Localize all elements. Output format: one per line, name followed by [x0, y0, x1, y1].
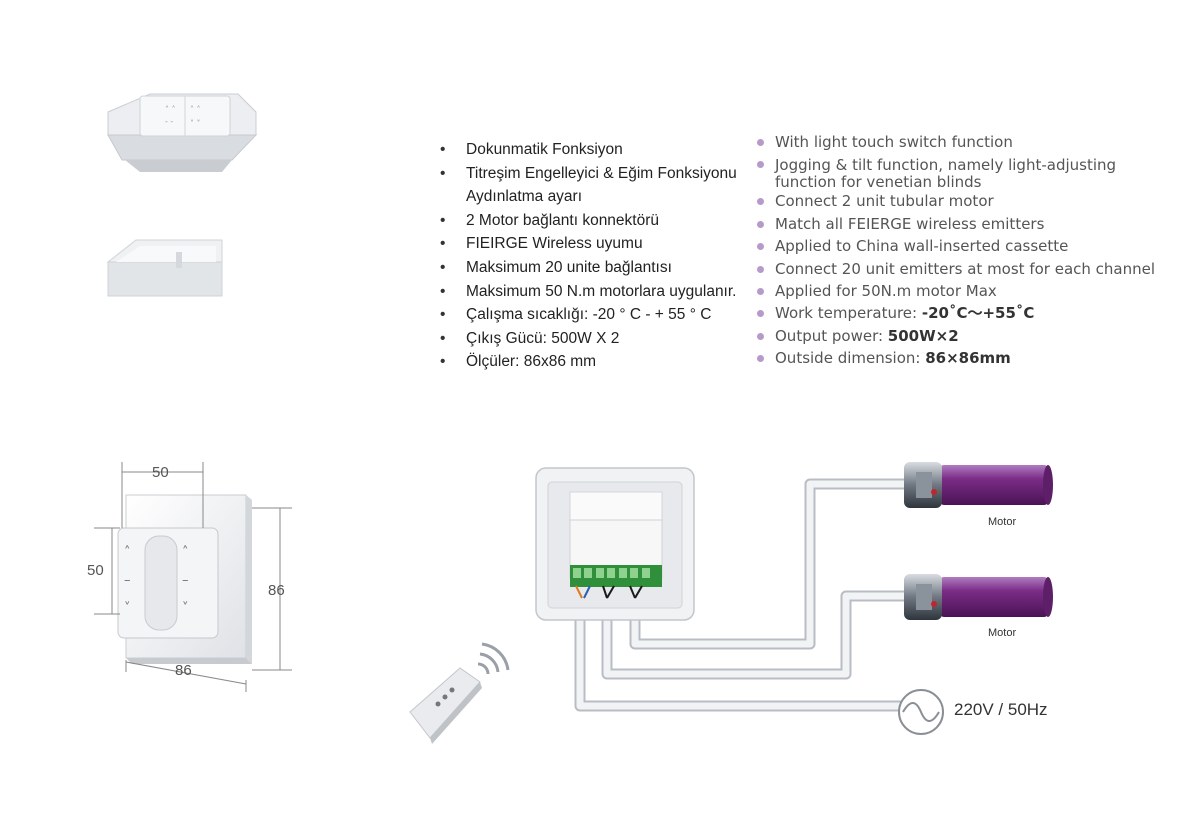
- dimension-drawing: ˄ ˄ – – ˅ ˅: [94, 462, 292, 692]
- feature-item: Çıkış Gücü: 500W X 2: [440, 327, 737, 351]
- feature-item: Applied to China wall-inserted cassette: [755, 235, 1155, 257]
- svg-text:˄ ˄: ˄ ˄: [190, 105, 201, 114]
- feature-item: Ölçüler: 86x86 mm: [440, 350, 737, 374]
- svg-text:˅: ˅: [182, 601, 189, 616]
- feature-item: Maksimum 20 unite bağlantısı: [440, 256, 737, 280]
- feature-item: 2 Motor bağlantı konnektörü: [440, 209, 737, 233]
- svg-text:˄ ˄: ˄ ˄: [165, 105, 176, 114]
- svg-text:- -: - -: [165, 117, 173, 126]
- svg-text:˅ ˅: ˅ ˅: [190, 119, 201, 128]
- feature-item: Work temperature: -20˚C～+55˚C: [755, 302, 1155, 324]
- feature-item: Match all FEIERGE wireless emitters: [755, 213, 1155, 235]
- dimension-bottom-width: 86: [175, 662, 192, 679]
- dimension-right-height: 86: [268, 582, 285, 599]
- feature-item: Titreşim Engelleyici & Eğim Fonksiyonu: [440, 162, 737, 186]
- back-box: [106, 239, 223, 297]
- feature-item: Connect 20 unit emitters at most for eac…: [755, 258, 1155, 280]
- motor-label: Motor: [988, 627, 1017, 639]
- feature-item: Connect 2 unit tubular motor: [755, 190, 1155, 212]
- svg-text:˄: ˄: [182, 545, 189, 560]
- tubular-motor: [904, 574, 1053, 620]
- switch-top-view: ˄ ˄ - - ˄ ˄ ˅ ˅: [107, 93, 258, 172]
- feature-item: Applied for 50N.m motor Max: [755, 280, 1155, 302]
- feature-item: Jogging & tilt function, namely light-ad…: [755, 153, 1155, 174]
- remote-control: [409, 642, 510, 744]
- feature-list-turkish: Dokunmatik Fonksiyon Titreşim Engelleyic…: [440, 138, 737, 374]
- feature-item: Aydınlatma ayarı: [466, 188, 583, 206]
- feature-item: With light touch switch function: [755, 131, 1155, 153]
- feature-item: Output power: 500W×2: [755, 325, 1155, 347]
- svg-text:˅: ˅: [124, 601, 131, 616]
- feature-item: Maksimum 50 N.m motorlara uygulanır.: [440, 280, 737, 304]
- dimension-left-height: 50: [87, 562, 104, 579]
- feature-item: Dokunmatik Fonksiyon: [440, 138, 737, 162]
- feature-item: function for venetian blinds: [775, 173, 982, 192]
- svg-text:˄: ˄: [124, 545, 131, 560]
- svg-text:–: –: [124, 573, 131, 588]
- svg-text:–: –: [182, 573, 189, 588]
- feature-item: Çalışma sıcaklığı: -20 ° C - + 55 ° C: [440, 303, 737, 327]
- wireless-signal-icon: [477, 642, 510, 675]
- feature-item: FIEIRGE Wireless uyumu: [440, 232, 737, 256]
- motor-label: Motor: [988, 516, 1017, 528]
- wiring-diagram: [535, 462, 1053, 735]
- power-label: 220V / 50Hz: [954, 700, 1048, 719]
- dimension-top-width: 50: [152, 464, 169, 481]
- tubular-motor: [904, 462, 1053, 508]
- feature-item: Outside dimension: 86×86mm: [755, 347, 1155, 369]
- feature-list-english: With light touch switch function Jogging…: [755, 131, 1155, 370]
